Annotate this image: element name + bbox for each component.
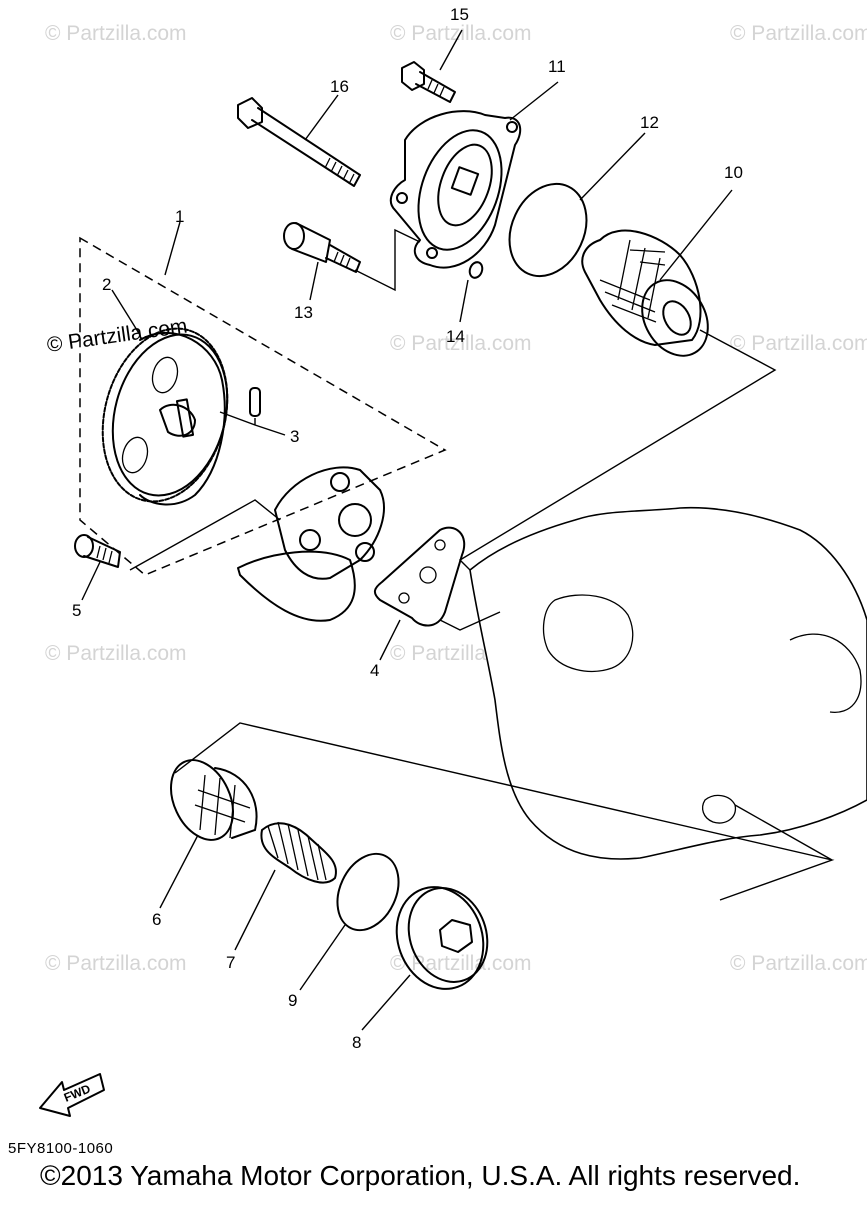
dowel-pin [249, 387, 261, 417]
drawing-code: 5FY8100-1060 [8, 1140, 114, 1157]
oil-filter-element [581, 229, 709, 357]
callout-4[interactable]: 4 [370, 661, 379, 680]
callout-14[interactable]: 14 [446, 327, 465, 346]
oil-pump-gasket [374, 526, 466, 627]
callout-10[interactable]: 10 [724, 163, 743, 182]
short-bolt [401, 61, 456, 103]
oil-filter-cover [389, 110, 522, 269]
filter-to-case-leader [458, 329, 777, 571]
watermark: © Partzilla.com [45, 642, 187, 665]
long-bolt [237, 97, 361, 187]
callout-numbers: 1 2 3 4 5 6 7 8 9 10 11 12 13 14 15 16 [72, 5, 743, 1052]
watermark: © Partzilla.com [730, 22, 867, 45]
overlay-watermark: © Partzilla.com [45, 314, 188, 356]
large-o-ring [508, 182, 588, 278]
watermark: © Partzilla.com [730, 952, 867, 975]
oil-pump-body [237, 466, 385, 622]
watermark: © Partzilla.com [45, 952, 187, 975]
callout-leaders [81, 29, 733, 1031]
watermark: © Partzilla.com [45, 22, 187, 45]
drain-o-ring [336, 852, 400, 932]
callout-6[interactable]: 6 [152, 910, 161, 929]
small-o-ring [468, 261, 484, 279]
callout-8[interactable]: 8 [352, 1033, 361, 1052]
forward-direction-icon: FWD [39, 1073, 105, 1117]
callout-16[interactable]: 16 [330, 77, 349, 96]
relief-spring [260, 821, 337, 884]
crankcase-outline [469, 506, 867, 860]
callout-2[interactable]: 2 [102, 275, 111, 294]
callout-12[interactable]: 12 [640, 113, 659, 132]
strainer-to-case-leader [174, 722, 835, 901]
fwd-label: FWD [62, 1081, 93, 1104]
oil-pump-assembly-frame [79, 236, 447, 576]
callout-3[interactable]: 3 [290, 427, 299, 446]
copyright-notice: ©2013 Yamaha Motor Corporation, U.S.A. A… [40, 1160, 801, 1191]
watermark: © Partzilla.com [390, 332, 532, 355]
callout-9[interactable]: 9 [288, 991, 297, 1010]
callout-7[interactable]: 7 [226, 953, 235, 972]
callout-15[interactable]: 15 [450, 5, 469, 24]
callout-11[interactable]: 11 [548, 57, 566, 76]
drain-plug [395, 886, 489, 990]
oil-strainer [170, 759, 258, 841]
pump-to-case-leader [129, 499, 281, 571]
cover-bolt-leader [354, 228, 421, 292]
callout-1[interactable]: 1 [175, 207, 184, 226]
gasket-to-case-leader [439, 611, 501, 631]
pan-screw [74, 534, 121, 568]
callout-5[interactable]: 5 [72, 601, 81, 620]
shoulder-bolt [283, 222, 361, 273]
watermark: © Partzilla.com [730, 332, 867, 355]
callout-13[interactable]: 13 [294, 303, 313, 322]
oil-pump-drive-gear [101, 327, 229, 506]
